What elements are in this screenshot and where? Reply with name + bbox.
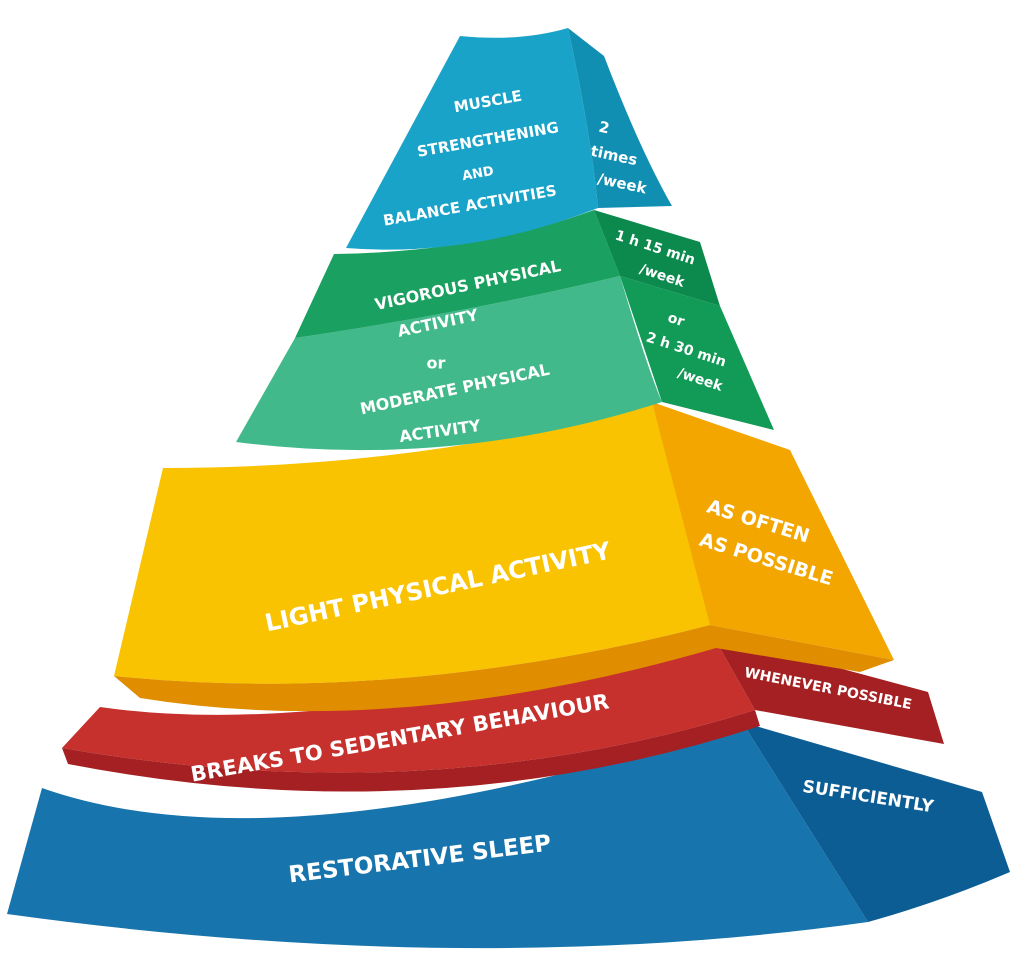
moderate-front xyxy=(236,276,662,451)
tier-sleep: RESTORATIVE SLEEP SUFFICIENTLY xyxy=(7,722,1010,949)
sleep-front xyxy=(7,722,868,949)
moderate-frequency-line-1: or xyxy=(666,310,687,330)
muscle-frequency-line-1: 2 xyxy=(597,118,611,138)
tier-aerobic: VIGOROUS PHYSICAL ACTIVITY or MODERATE P… xyxy=(236,210,774,451)
muscle-line-3: AND xyxy=(461,164,495,184)
or-label: or xyxy=(427,354,446,373)
vigorous-front xyxy=(295,210,620,338)
muscle-front xyxy=(346,28,598,250)
moderate-side xyxy=(620,276,774,430)
tier-muscle: MUSCLE STRENGTHENING AND BALANCE ACTIVIT… xyxy=(346,28,672,250)
tier-light: LIGHT PHYSICAL ACTIVITY AS OFTEN AS POSS… xyxy=(114,402,894,712)
vigorous-side xyxy=(594,210,720,306)
light-edge xyxy=(114,625,894,712)
light-side xyxy=(652,402,894,660)
light-front xyxy=(114,402,710,684)
breaks-edge xyxy=(62,710,760,792)
muscle-side xyxy=(568,28,672,208)
sleep-side xyxy=(742,722,1010,922)
breaks-side xyxy=(712,634,944,744)
